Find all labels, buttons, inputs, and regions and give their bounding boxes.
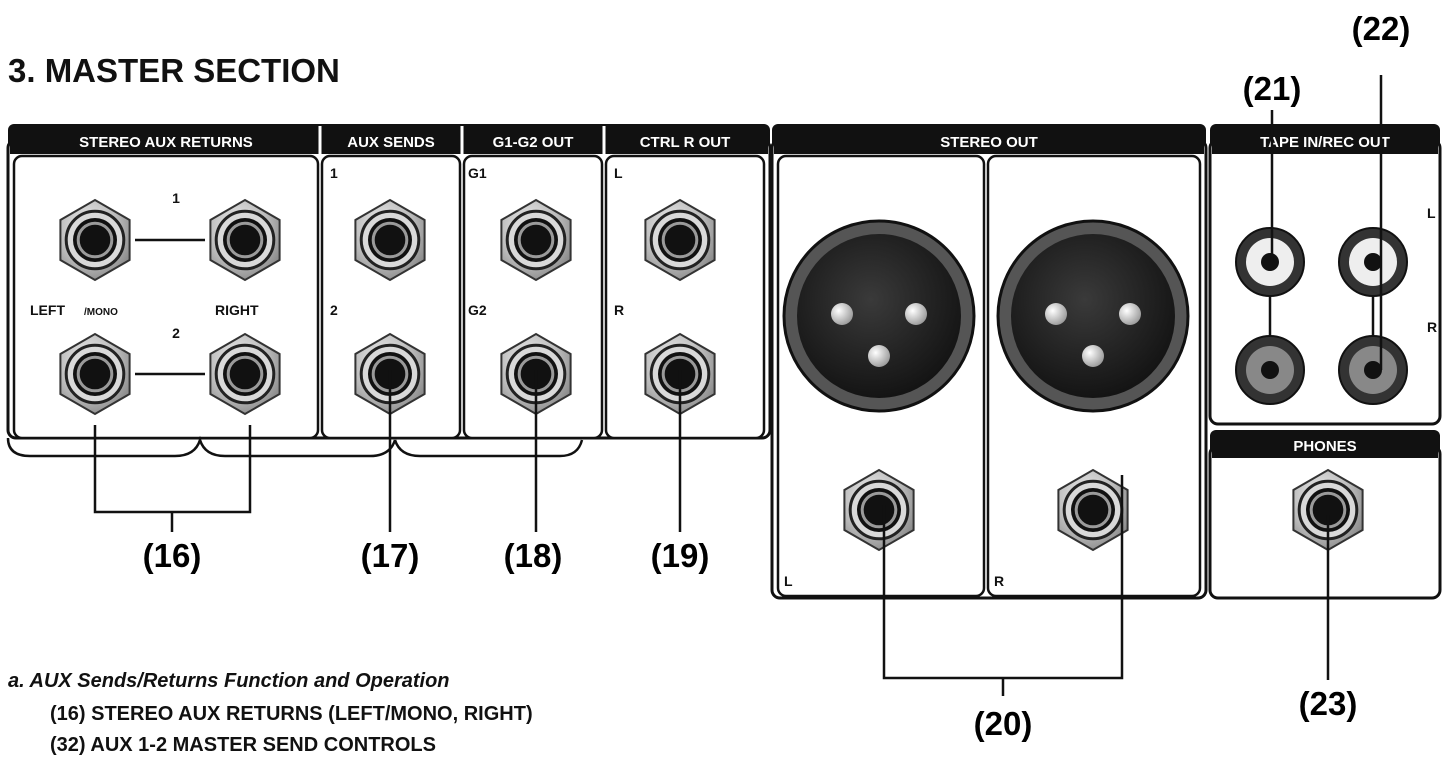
quarter-inch-jacks (59, 198, 1364, 552)
callout-22: (22) (1351, 10, 1411, 47)
label-aux-return-1: 1 (172, 190, 180, 206)
callout-20: (20) (973, 705, 1033, 742)
rca-rec-out-r (1338, 335, 1408, 405)
jack-stereo-out-r (1057, 468, 1129, 552)
callout-16: (16) (142, 537, 202, 574)
rca-tape-in-l (1235, 227, 1305, 297)
label-mono: /MONO (84, 307, 118, 318)
jack-phones (1292, 468, 1364, 552)
jack-aux-send-1 (354, 198, 426, 282)
jack-aux-return-1-right (209, 198, 281, 282)
jack-aux-return-1-left (59, 198, 131, 282)
label-tape-l: L (1427, 205, 1436, 221)
label-g2: G2 (468, 302, 487, 318)
label-g1: G1 (468, 165, 487, 181)
label-aux-send-2: 2 (330, 302, 338, 318)
section-a-item-16: (16) STEREO AUX RETURNS (LEFT/MONO, RIGH… (50, 703, 533, 725)
rca-tape-in-r (1235, 335, 1305, 405)
label-stereo-aux-returns: STEREO AUX RETURNS (79, 134, 253, 151)
callout-23: (23) (1298, 685, 1358, 722)
section-a-title: a. AUX Sends/Returns Function and Operat… (8, 670, 450, 692)
label-left: LEFT (30, 302, 65, 318)
callout-18: (18) (503, 537, 563, 574)
jack-stereo-out-l (843, 468, 915, 552)
rca-rec-out-l (1338, 227, 1408, 297)
section-a-item-32: (32) AUX 1-2 MASTER SEND CONTROLS (50, 734, 436, 756)
xlr-connector-left (782, 219, 976, 413)
callout-21: (21) (1242, 70, 1302, 107)
label-aux-send-1: 1 (330, 165, 338, 181)
label-tape-r: R (1427, 319, 1437, 335)
xlr-connector-right (996, 219, 1190, 413)
label-tape-in-rec-out: TAPE IN/REC OUT (1260, 134, 1390, 151)
label-stereo-l: L (784, 573, 793, 589)
jack-aux-return-2-right (209, 332, 281, 416)
label-g1-g2-out: G1-G2 OUT (493, 134, 574, 151)
label-ctrl-r-out: CTRL R OUT (640, 134, 731, 151)
jack-aux-return-2-left (59, 332, 131, 416)
leader-lines (93, 75, 1383, 696)
label-stereo-out: STEREO OUT (940, 134, 1038, 151)
callout-19: (19) (650, 537, 710, 574)
label-aux-return-2: 2 (172, 325, 180, 341)
label-ctrl-r: R (614, 302, 624, 318)
label-right: RIGHT (215, 302, 259, 318)
jack-ctrl-r-out-l (644, 198, 716, 282)
label-ctrl-l: L (614, 165, 623, 181)
jack-g1-out (500, 198, 572, 282)
callout-17: (17) (360, 537, 420, 574)
label-aux-sends: AUX SENDS (347, 134, 435, 151)
label-stereo-r: R (994, 573, 1004, 589)
label-phones: PHONES (1293, 438, 1356, 455)
page-title: 3. MASTER SECTION (8, 52, 340, 89)
